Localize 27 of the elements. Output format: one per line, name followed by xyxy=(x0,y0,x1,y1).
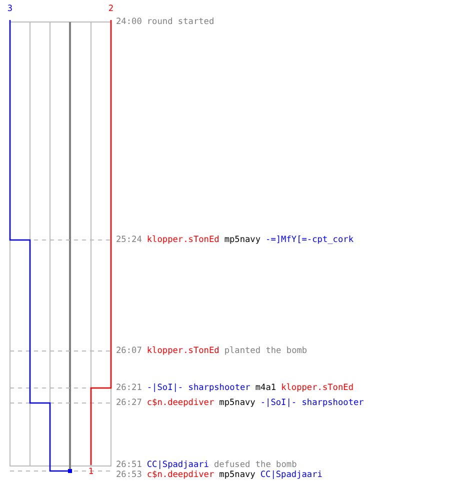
player-count: 2 xyxy=(108,4,114,14)
player-name: CC|Spadjaari xyxy=(146,460,209,470)
player-name: CC|Spadjaari xyxy=(260,470,322,480)
player-name: klopper.sTonEd xyxy=(281,383,354,393)
player-count: 3 xyxy=(7,4,13,14)
weapon-name: mp5navy xyxy=(224,235,261,245)
player-name: klopper.sTonEd xyxy=(146,346,220,356)
player-name: klopper.sTonEd xyxy=(146,235,220,245)
player-name: c$n.deepdiver xyxy=(146,398,214,408)
weapon-name: mp5navy xyxy=(219,398,256,408)
timestamp: 26:51 xyxy=(116,460,142,470)
weapon-name: mp5navy xyxy=(219,470,256,480)
timestamp: 24:00 xyxy=(116,17,142,27)
event-text: planted the bomb xyxy=(224,346,308,356)
player-name: c$n.deepdiver xyxy=(146,470,214,480)
weapon-name: m4a1 xyxy=(255,383,276,393)
event-text: round started xyxy=(146,17,214,27)
player-name: -=]MfY[=-cpt_cork xyxy=(266,235,354,245)
timestamp: 26:27 xyxy=(116,398,142,408)
timestamp: 26:07 xyxy=(116,346,142,356)
timestamp: 25:24 xyxy=(116,235,142,245)
event-text: defused the bomb xyxy=(214,460,297,470)
player-name: -|SoI|- sharpshooter xyxy=(146,383,250,393)
timestamp: 26:21 xyxy=(116,383,142,393)
player-name: -|SoI|- sharpshooter xyxy=(260,398,364,408)
timestamp: 26:53 xyxy=(116,470,142,480)
player-count: 1 xyxy=(88,467,94,477)
